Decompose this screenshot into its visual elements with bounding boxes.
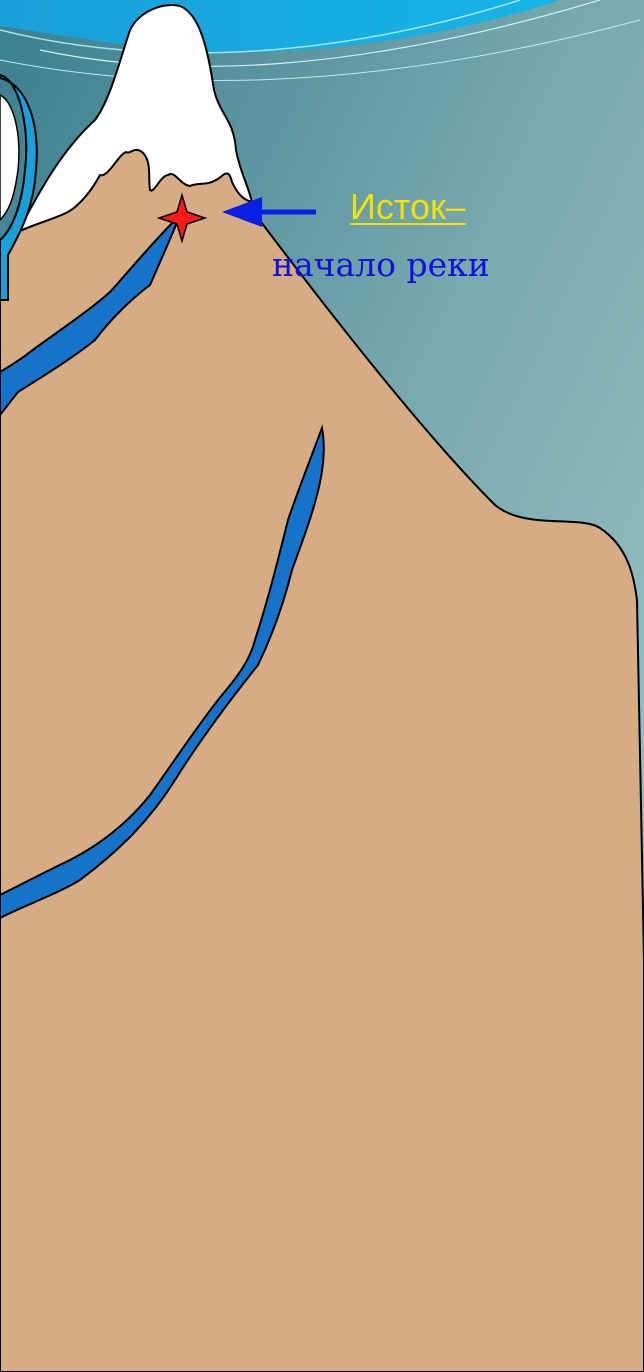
definition-label: начало реки bbox=[272, 244, 490, 286]
term-label[interactable]: Исток– bbox=[350, 186, 466, 228]
